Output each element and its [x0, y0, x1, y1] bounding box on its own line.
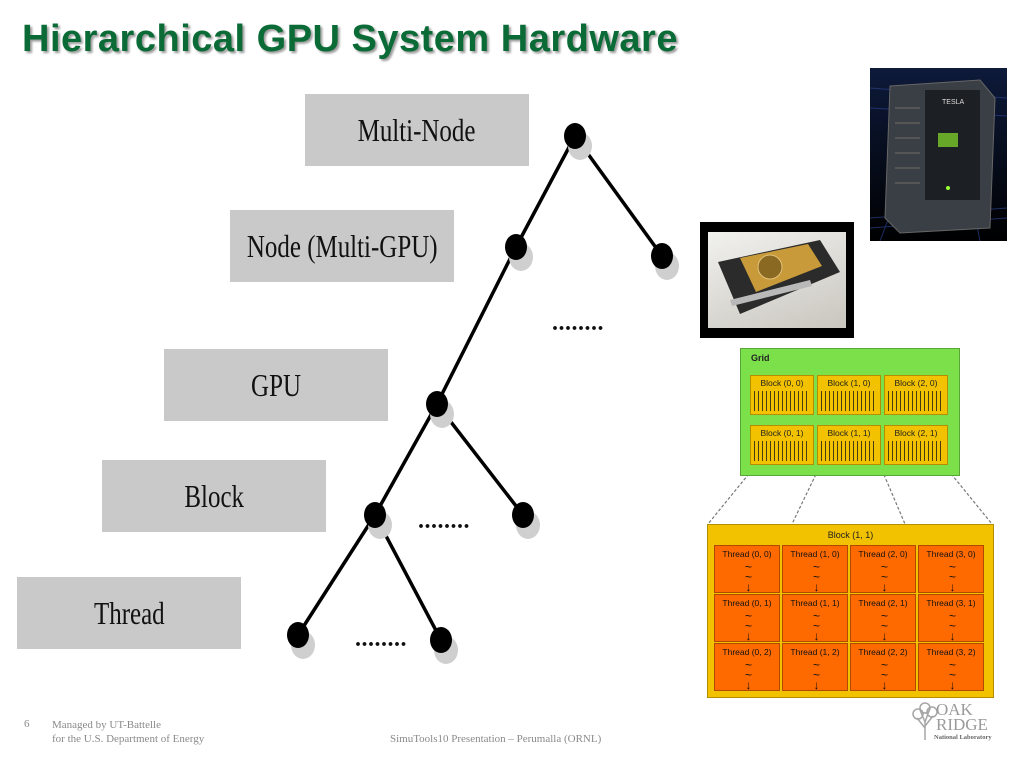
slide-title: Hierarchical GPU System Hardware	[22, 18, 678, 60]
thread-cell: Thread (3, 1)~~↓	[918, 594, 984, 642]
grid-block: Block (1, 1)	[817, 425, 881, 465]
grid-block: Block (0, 1)	[750, 425, 814, 465]
gpu-fan	[757, 254, 783, 280]
cuda-grid-panel: Grid Block (0, 0) Block (1, 0) Block (2,…	[740, 348, 960, 476]
node-thread	[287, 622, 309, 648]
footer-presentation: SimuTools10 Presentation – Perumalla (OR…	[390, 733, 602, 745]
thread-squiggle-icon: ~~↓	[813, 609, 821, 643]
thread-cell: Thread (0, 2)~~↓	[714, 643, 780, 691]
gpu-bracket	[730, 280, 812, 306]
ellipsis-thread: ........	[355, 626, 407, 652]
grid-block: Block (0, 0)	[750, 375, 814, 415]
grid-block: Block (2, 0)	[884, 375, 948, 415]
footer-managed-by: Managed by UT-Battelle for the U.S. Depa…	[52, 719, 205, 745]
thread-cell: Thread (1, 1)~~↓	[782, 594, 848, 642]
thread-squiggle-icon: ~~↓	[745, 658, 753, 692]
thread-cell: Thread (2, 2)~~↓	[850, 643, 916, 691]
level-thread: Thread	[17, 577, 241, 649]
oak-ridge-logo: OAK RIDGE National Laboratory	[910, 700, 1006, 748]
edge-multinode-node	[514, 135, 577, 248]
thread-squiggle-icon: ~~↓	[745, 560, 753, 594]
node-node	[505, 234, 527, 260]
edge-block-thread	[296, 514, 377, 636]
tree-nodes	[287, 123, 673, 653]
tesla-server-image: TESLA	[870, 68, 1007, 241]
thread-cell: Thread (3, 2)~~↓	[918, 643, 984, 691]
gpu-card-image	[700, 222, 854, 338]
thread-squiggle-icon: ~~↓	[949, 609, 957, 643]
level-multi-node: Multi-Node	[305, 94, 529, 166]
tesla-server-drawing: TESLA	[870, 79, 1007, 241]
ellipsis-node: ........	[552, 310, 604, 336]
gpu-card-drawing	[718, 240, 840, 314]
node-node-sibling	[651, 243, 673, 269]
thread-squiggle-icon: ~~↓	[881, 560, 889, 594]
power-light	[946, 186, 950, 190]
thread-cell: Thread (1, 2)~~↓	[782, 643, 848, 691]
edge-node-gpu	[435, 246, 518, 405]
node-block	[364, 502, 386, 528]
thread-cell: Thread (1, 0)~~↓	[782, 545, 848, 593]
server-vents	[895, 107, 920, 184]
thread-squiggles	[888, 391, 944, 411]
tesla-label: TESLA	[942, 99, 965, 106]
thread-squiggle-icon: ~~↓	[813, 658, 821, 692]
edge-gpu-block	[373, 403, 439, 516]
thread-squiggle-icon: ~~↓	[881, 658, 889, 692]
grid-block: Block (2, 1)	[884, 425, 948, 465]
node-shadows	[291, 132, 679, 664]
node-thread-sibling	[430, 627, 452, 653]
level-block: Block	[102, 460, 326, 532]
grid-block: Block (1, 0)	[817, 375, 881, 415]
level-gpu: GPU	[164, 349, 388, 421]
edge-multinode-node2	[573, 134, 664, 258]
node-block-sibling	[512, 502, 534, 528]
tree-icon	[912, 702, 938, 740]
page-number: 6	[24, 718, 30, 730]
thread-squiggles	[821, 441, 877, 461]
thread-cell: Thread (2, 1)~~↓	[850, 594, 916, 642]
tree-edges	[296, 134, 664, 641]
thread-squiggle-icon: ~~↓	[949, 560, 957, 594]
ellipsis-block: ........	[418, 508, 470, 534]
thread-squiggle-icon: ~~↓	[745, 609, 753, 643]
thread-squiggles	[888, 441, 944, 461]
thread-squiggle-icon: ~~↓	[813, 560, 821, 594]
thread-cell: Thread (0, 0)~~↓	[714, 545, 780, 593]
thread-squiggles	[754, 441, 810, 461]
nvidia-logo	[938, 133, 958, 147]
node-gpu	[426, 391, 448, 417]
thread-cell: Thread (2, 0)~~↓	[850, 545, 916, 593]
node-multinode	[564, 123, 586, 149]
thread-squiggle-icon: ~~↓	[881, 609, 889, 643]
level-node: Node (Multi-GPU)	[230, 210, 454, 282]
cuda-block-panel: Block (1, 1) Thread (0, 0)~~↓ Thread (1,…	[707, 524, 994, 698]
thread-squiggle-icon: ~~↓	[949, 658, 957, 692]
thread-squiggles	[754, 391, 810, 411]
block-label: Block (1, 1)	[827, 530, 874, 540]
thread-cell: Thread (3, 0)~~↓	[918, 545, 984, 593]
grid-label: Grid	[751, 353, 770, 363]
thread-cell: Thread (0, 1)~~↓	[714, 594, 780, 642]
thread-squiggles	[821, 391, 877, 411]
